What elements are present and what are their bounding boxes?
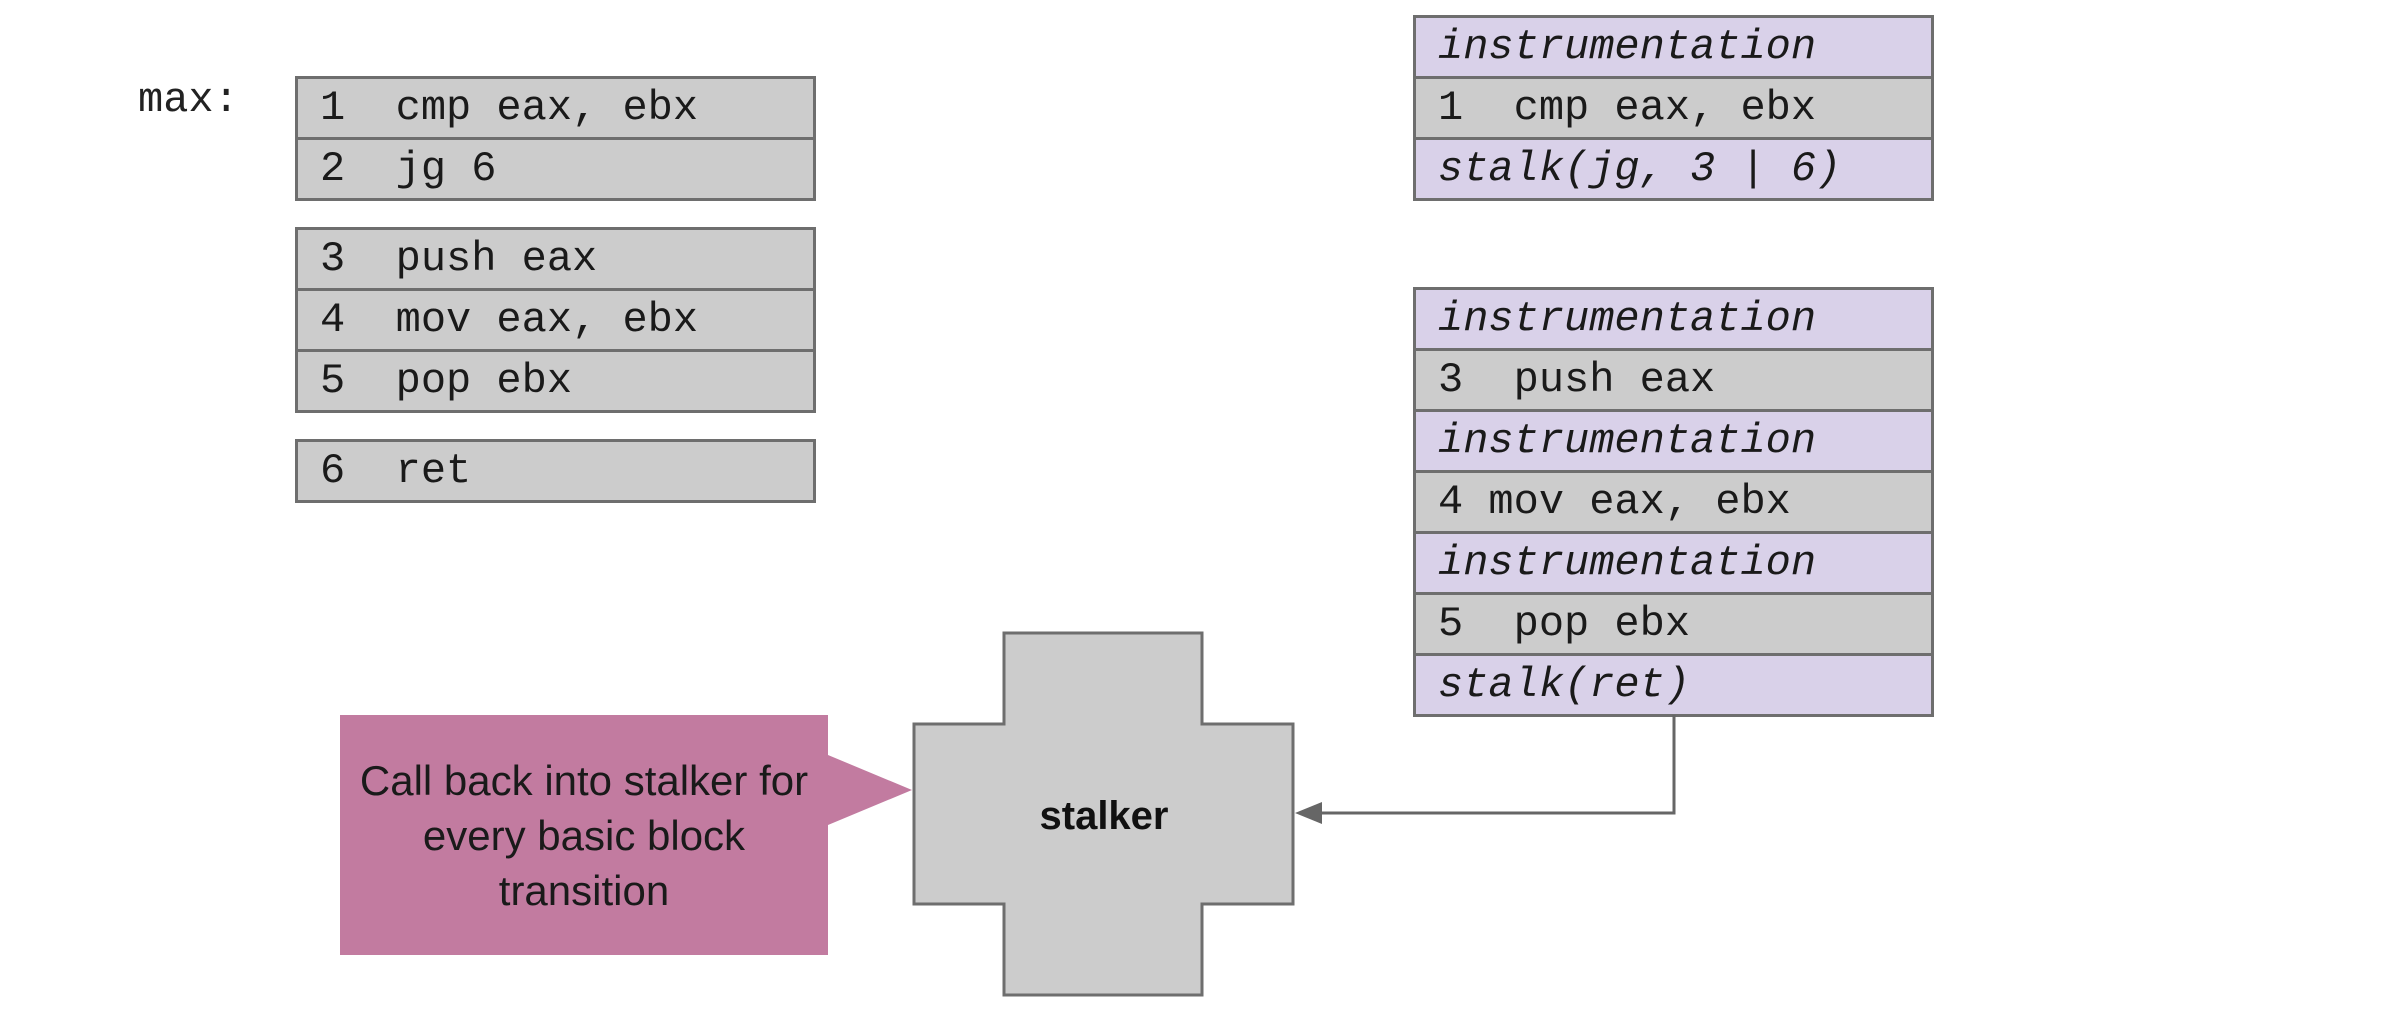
code-row: 5 pop ebx — [298, 349, 813, 410]
callout-shape — [340, 715, 912, 955]
code-row: 4 mov eax, ebx — [298, 288, 813, 349]
code-row: 3 push eax — [298, 230, 813, 288]
function-label: max: — [138, 76, 239, 124]
connector-line — [1316, 715, 1676, 815]
instrumented-block-2: instrumentation 3 push eax instrumentati… — [1413, 287, 1934, 717]
instrumentation-row: instrumentation — [1416, 409, 1931, 470]
callout-text: Call back into stalker for every basic b… — [359, 756, 809, 914]
stalker-cross-shape — [912, 631, 1295, 997]
basic-block-1: 1 cmp eax, ebx 2 jg 6 — [295, 76, 816, 201]
connector-arrowhead — [1295, 802, 1322, 824]
code-row: 1 cmp eax, ebx — [1416, 76, 1931, 137]
instrumentation-row: instrumentation — [1416, 531, 1931, 592]
code-row: 5 pop ebx — [1416, 592, 1931, 653]
stalker-label: stalker — [1039, 793, 1169, 838]
code-row: 4 mov eax, ebx — [1416, 470, 1931, 531]
code-row: 6 ret — [298, 442, 813, 500]
code-row: 3 push eax — [1416, 348, 1931, 409]
code-row: 1 cmp eax, ebx — [298, 79, 813, 137]
stalk-call-row: stalk(ret) — [1416, 653, 1931, 714]
code-row: 2 jg 6 — [298, 137, 813, 198]
basic-block-3: 6 ret — [295, 439, 816, 503]
stalk-call-row: stalk(jg, 3 | 6) — [1416, 137, 1931, 198]
instrumented-block-1: instrumentation 1 cmp eax, ebx stalk(jg,… — [1413, 15, 1934, 201]
instrumentation-row: instrumentation — [1416, 18, 1931, 76]
basic-block-2: 3 push eax 4 mov eax, ebx 5 pop ebx — [295, 227, 816, 413]
instrumentation-row: instrumentation — [1416, 290, 1931, 348]
